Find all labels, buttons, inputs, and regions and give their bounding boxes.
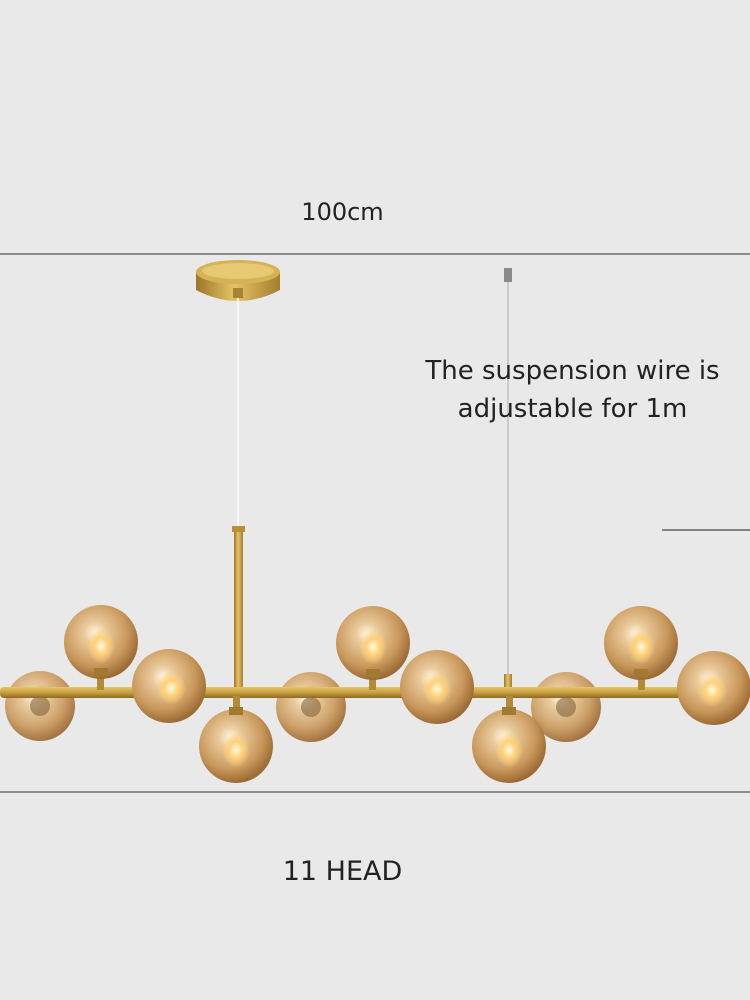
head-count-label: 11 HEAD: [282, 856, 403, 887]
ceiling-canopy: [196, 260, 280, 301]
wire-anchor-right: [504, 268, 512, 282]
center-rod: [234, 528, 243, 692]
stems: [97, 672, 645, 710]
upper-globes: [64, 605, 678, 680]
suspension-wire-note: The suspension wire is adjustable for 1m: [395, 352, 750, 428]
bar-globes: [132, 649, 750, 725]
width-dimension-label: 100cm: [301, 198, 384, 226]
wire-note-line-2: adjustable for 1m: [457, 394, 688, 424]
wire-note-line-1: The suspension wire is: [425, 356, 720, 386]
lower-globes: [199, 707, 546, 783]
